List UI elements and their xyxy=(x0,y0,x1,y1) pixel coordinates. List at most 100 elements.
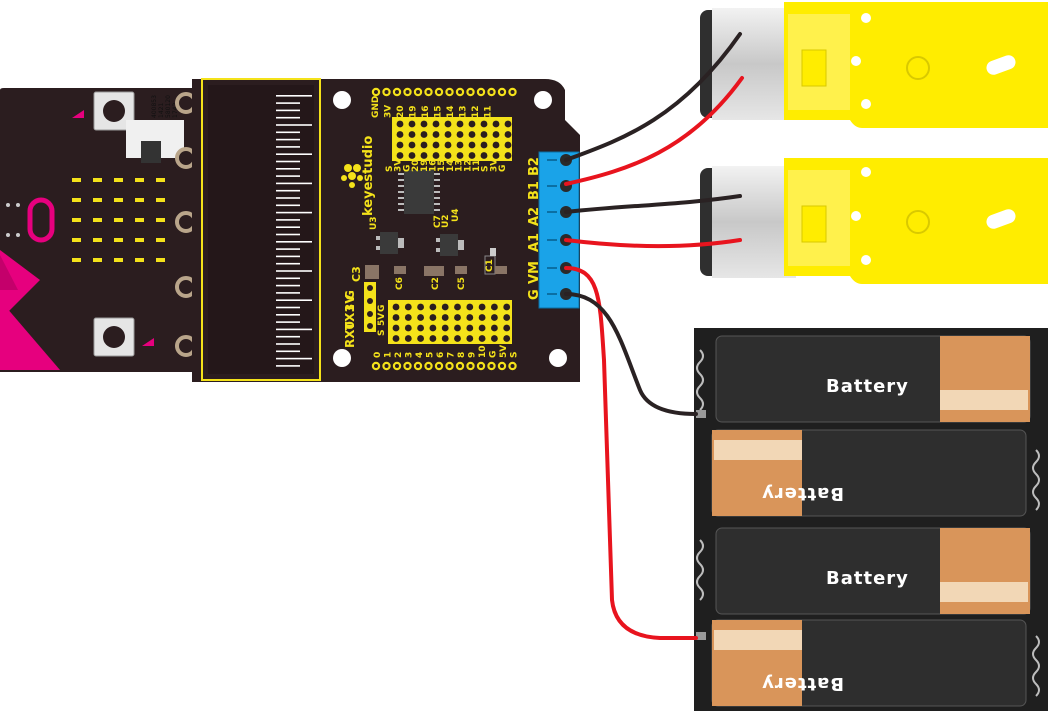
connector-pin xyxy=(276,109,300,112)
mounting-hole xyxy=(534,91,552,109)
capacitor xyxy=(365,265,379,279)
pin-hole xyxy=(447,90,452,94)
header-pin xyxy=(492,141,500,149)
pin-label: S xyxy=(510,352,520,358)
pin-label: 12 xyxy=(463,159,473,172)
pin-label: 14 xyxy=(446,159,456,172)
pin-label: 16 xyxy=(421,105,431,118)
bottom-pin-row xyxy=(371,361,517,371)
header-pin xyxy=(468,141,476,149)
header-pin xyxy=(456,131,464,138)
header-pin xyxy=(491,303,498,311)
mounting-hole xyxy=(333,349,351,367)
battery-label: Battery xyxy=(761,673,844,694)
connector-pin xyxy=(276,219,300,221)
chip-label: U3 xyxy=(369,216,379,230)
pin-hole xyxy=(384,364,389,368)
pin-hole xyxy=(468,364,473,368)
pin-label: S xyxy=(481,166,491,172)
wire-a2-black xyxy=(564,194,742,214)
pin-label: 11 xyxy=(484,105,494,118)
header-pin xyxy=(429,303,437,311)
battery-label: Battery xyxy=(826,376,909,397)
header-pin xyxy=(444,152,452,159)
pin-hole xyxy=(447,364,452,368)
wire-a1-red xyxy=(564,238,742,248)
connector-pin xyxy=(276,314,300,316)
header-pin xyxy=(429,335,437,342)
expansion-board: keyestudio C3 G 3V TX1 RX0 G 5V S U3 U2 … xyxy=(192,78,580,382)
header-pin xyxy=(478,314,486,321)
header-pin xyxy=(466,324,474,332)
connector-pin xyxy=(276,357,312,360)
pin-label: 4 xyxy=(415,352,425,358)
mounting-hole xyxy=(333,91,351,109)
connector-pins xyxy=(276,95,312,367)
pin-label: 11 xyxy=(472,159,482,172)
terminal-label-a1: A1 xyxy=(527,233,542,252)
connector-pin xyxy=(276,335,300,338)
brand-label: keyestudio xyxy=(361,136,376,216)
header-pin xyxy=(404,303,412,311)
header-pin xyxy=(456,120,464,128)
connector-pin xyxy=(276,175,300,177)
pin-label: G xyxy=(377,305,387,312)
header-pin xyxy=(420,152,428,159)
header-pin xyxy=(408,131,416,138)
header-pin xyxy=(420,141,428,149)
microbit-pink-accent xyxy=(0,300,60,370)
pin-label: 1 xyxy=(384,352,394,358)
pin-label: 20 xyxy=(396,105,406,118)
header-pin xyxy=(408,120,416,128)
header-pin xyxy=(417,335,424,342)
pin-label: GND xyxy=(371,96,381,118)
header-pin xyxy=(396,120,404,128)
pin-label: 5 xyxy=(426,352,436,358)
connector-pin xyxy=(276,270,312,272)
header-pin xyxy=(408,141,416,149)
microbit-board: 400853 1421 580120 1742 xyxy=(0,88,197,372)
pin-hole xyxy=(426,364,431,368)
header-pin xyxy=(420,120,428,128)
pin-hole xyxy=(458,90,462,94)
connector-pin xyxy=(276,365,300,367)
header-pin xyxy=(444,131,452,138)
connector-pin xyxy=(276,116,300,119)
header-pin xyxy=(492,131,500,138)
connector-pin xyxy=(276,131,300,134)
header-pin xyxy=(444,120,452,128)
pin-label: 15 xyxy=(434,105,444,118)
mounting-hole xyxy=(549,349,567,367)
connector-pin xyxy=(276,241,312,243)
header-pin xyxy=(432,141,440,149)
connector-pin xyxy=(276,211,312,214)
capacitor xyxy=(424,266,444,276)
pin-label: 13 xyxy=(455,159,465,172)
capacitor xyxy=(455,266,467,274)
pin-label: 7 xyxy=(447,352,457,358)
chip-label: C5 xyxy=(457,277,467,290)
chip-label: C7 xyxy=(433,215,443,228)
header-pin xyxy=(466,314,474,321)
header-pin xyxy=(396,152,404,159)
button-a[interactable] xyxy=(93,91,135,131)
header-pin xyxy=(392,314,400,321)
button-b[interactable] xyxy=(93,317,135,357)
pin-label: 3V xyxy=(394,159,404,172)
connector-pin xyxy=(276,146,300,148)
led-matrix xyxy=(72,178,165,262)
pin-hole xyxy=(489,90,494,94)
connector-pin xyxy=(276,306,300,309)
pin-label: G xyxy=(402,165,412,172)
header-pin xyxy=(503,324,511,332)
terminal-label-g: G xyxy=(527,289,542,300)
header-pin xyxy=(480,120,488,128)
header-pin xyxy=(420,131,428,138)
connector-pin xyxy=(276,197,300,199)
pin-hole xyxy=(489,364,494,368)
pin-label: 3V xyxy=(489,159,499,172)
sticker-line: 580120 xyxy=(165,95,172,118)
pin-hole xyxy=(416,90,420,94)
